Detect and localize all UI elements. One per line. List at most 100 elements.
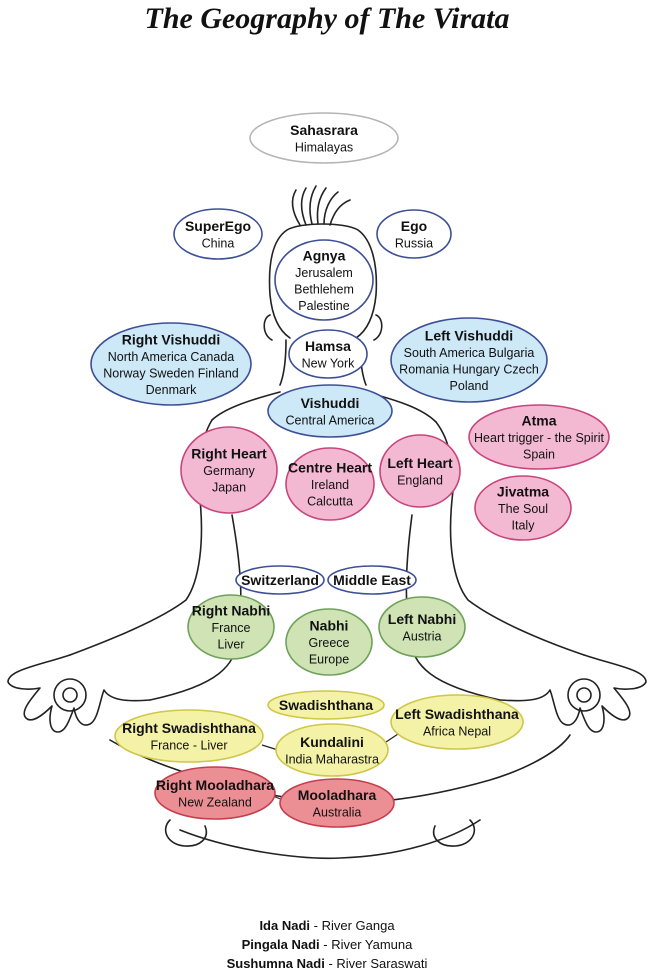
centre-atma-name: Atma: [521, 413, 556, 429]
centre-left-nabhi-ellipse: [378, 596, 466, 658]
centre-atma-place: Heart trigger - the Spirit: [474, 431, 604, 445]
right-ear: [373, 314, 383, 341]
right-foot: [164, 819, 207, 847]
centre-nabhi-name: Nabhi: [310, 618, 349, 634]
centre-switzerland-name: Switzerland: [241, 572, 319, 588]
legend-line-ida: Ida Nadi - River Ganga: [259, 918, 395, 933]
centre-nabhi-place: Greece: [309, 636, 350, 650]
centre-centre-heart-place: Ireland: [311, 478, 349, 492]
centre-jivatma-place: The Soul: [498, 502, 548, 516]
right-palm-circle: [53, 678, 87, 712]
centre-right-heart-name: Right Heart: [191, 446, 267, 462]
centre-right-heart-ellipse: [180, 426, 278, 514]
centre-ego-name: Ego: [401, 218, 427, 234]
centre-hamsa-place: New York: [302, 356, 356, 370]
centre-middle-east-ellipse: [327, 565, 417, 595]
legend-line-sushumna: Sushumna Nadi - River Saraswati: [226, 956, 428, 971]
centre-middle-east-name: Middle East: [333, 572, 411, 588]
centre-atma-ellipse: [468, 404, 610, 470]
centre-left-vishuddi-place: South America Bulgaria: [404, 346, 535, 360]
centre-switzerland: Switzerland: [235, 565, 325, 595]
centre-nabhi-place: Europe: [309, 653, 349, 667]
centre-left-nabhi-name: Left Nabhi: [388, 611, 456, 627]
centre-right-nabhi-ellipse: [187, 594, 275, 660]
centre-vishuddi-name: Vishuddi: [301, 395, 360, 411]
centre-left-vishuddi-ellipse: [390, 317, 548, 403]
centre-jivatma-ellipse: [474, 475, 572, 541]
centre-left-swadishthana-ellipse: [390, 694, 524, 750]
centre-centre-heart-ellipse: [285, 447, 375, 521]
centre-right-vishuddi-place: Norway Sweden Finland: [103, 366, 239, 380]
left-foot: [433, 819, 476, 847]
head: [268, 223, 378, 339]
centre-left-vishuddi-place: Poland: [450, 379, 489, 393]
left-palm-dot: [576, 687, 592, 703]
centre-left-heart-name: Left Heart: [387, 455, 453, 471]
left-palm-circle: [567, 678, 601, 712]
centre-sahasrara-place: Himalayas: [295, 140, 353, 154]
left-ear: [263, 314, 273, 341]
centre-left-vishuddi-name: Left Vishuddi: [425, 327, 513, 343]
centre-superego-ellipse: [173, 208, 263, 260]
centre-right-swadishthana-name: Right Swadishthana: [122, 720, 256, 736]
centre-swadishthana: Swadishthana: [267, 690, 385, 720]
centre-atma-place: Spain: [523, 448, 555, 462]
centre-right-nabhi-name: Right Nabhi: [192, 603, 271, 619]
page-title: The Geography of The Virata: [144, 2, 510, 35]
centre-centre-heart-place: Calcutta: [307, 495, 353, 509]
centre-vishuddi-ellipse: [267, 384, 393, 438]
centre-left-heart-ellipse: [379, 434, 461, 508]
centre-ego-place: Russia: [395, 236, 433, 250]
centre-superego-name: SuperEgo: [185, 218, 251, 234]
centre-right-nabhi-place: Liver: [217, 638, 244, 652]
centre-ego-ellipse: [376, 209, 452, 259]
centre-kundalini-place: India Maharastra: [285, 752, 379, 766]
centre-agnya-place: Jerusalem: [295, 266, 353, 280]
centre-hamsa-name: Hamsa: [305, 338, 351, 354]
lap: [179, 819, 481, 860]
centre-sahasrara-name: Sahasrara: [290, 122, 358, 138]
centre-right-mooladhara-ellipse: [154, 766, 276, 820]
centre-right-swadishthana-ellipse: [114, 709, 264, 763]
centre-agnya-name: Agnya: [303, 247, 346, 263]
centre-mooladhara-name: Mooladhara: [298, 787, 377, 803]
centre-kundalini-ellipse: [275, 723, 389, 777]
centre-centre-heart-name: Centre Heart: [288, 460, 372, 476]
centre-middle-east: Middle East: [327, 565, 417, 595]
nadi-legend: Ida Nadi - River Ganga Pingala Nadi - Ri…: [0, 916, 654, 973]
centre-right-swadishthana-place: France - Liver: [150, 738, 227, 752]
centre-swadishthana-ellipse: [267, 690, 385, 720]
centre-jivatma-place: Italy: [512, 519, 536, 533]
left-hand: [499, 654, 647, 733]
hair-tuft: [291, 185, 351, 226]
centre-right-vishuddi-ellipse: [90, 322, 252, 406]
centre-superego-place: China: [202, 236, 235, 250]
centre-sahasrara-ellipse: [249, 112, 399, 164]
centre-kundalini-name: Kundalini: [300, 734, 364, 750]
centre-hamsa-ellipse: [288, 329, 368, 379]
centre-agnya-place: Palestine: [298, 299, 349, 313]
right-hand: [7, 654, 151, 733]
right-palm-dot: [62, 687, 78, 703]
centre-right-nabhi-place: France: [212, 621, 251, 635]
legend-line-pingala: Pingala Nadi - River Yamuna: [241, 937, 413, 952]
